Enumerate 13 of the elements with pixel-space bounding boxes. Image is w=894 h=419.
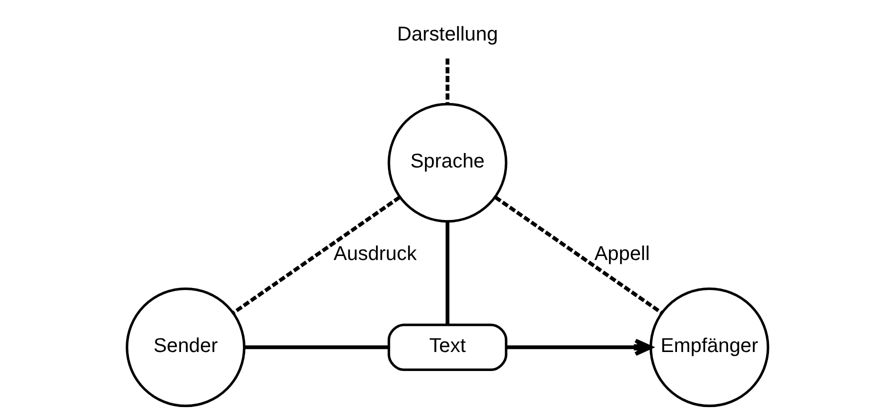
node-box: Text <box>387 324 507 371</box>
connector <box>445 222 449 324</box>
node-circle: Sender <box>125 287 245 408</box>
connector <box>494 196 662 314</box>
connector <box>232 196 400 314</box>
edge-label: Appell <box>594 242 650 265</box>
node-text: Darstellung <box>396 23 498 46</box>
edge-label: Ausdruck <box>333 242 416 265</box>
arrow <box>506 338 652 356</box>
node-circle: Empfänger <box>649 287 769 408</box>
node-circle: Sprache <box>387 102 507 223</box>
connector <box>445 58 449 104</box>
connector <box>244 345 388 350</box>
